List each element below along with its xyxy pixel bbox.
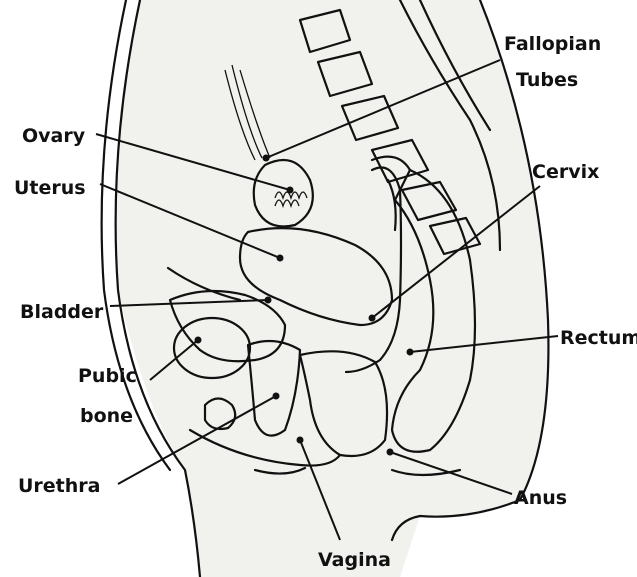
label-pubic-line1: Pubic [78, 365, 137, 387]
label-cervix: Cervix [532, 161, 599, 183]
label-pubic-line2: bone [80, 405, 133, 427]
label-fallopian-line1: Fallopian [504, 33, 601, 55]
label-rectum: Rectum [560, 327, 637, 349]
label-anus: Anus [514, 487, 567, 509]
label-bladder: Bladder [20, 301, 104, 323]
label-vagina: Vagina [318, 549, 391, 571]
label-fallopian-line2: Tubes [516, 69, 578, 91]
label-ovary: Ovary [22, 125, 86, 147]
label-uterus: Uterus [14, 177, 86, 199]
label-urethra: Urethra [18, 475, 101, 497]
body-silhouette [102, 0, 549, 577]
